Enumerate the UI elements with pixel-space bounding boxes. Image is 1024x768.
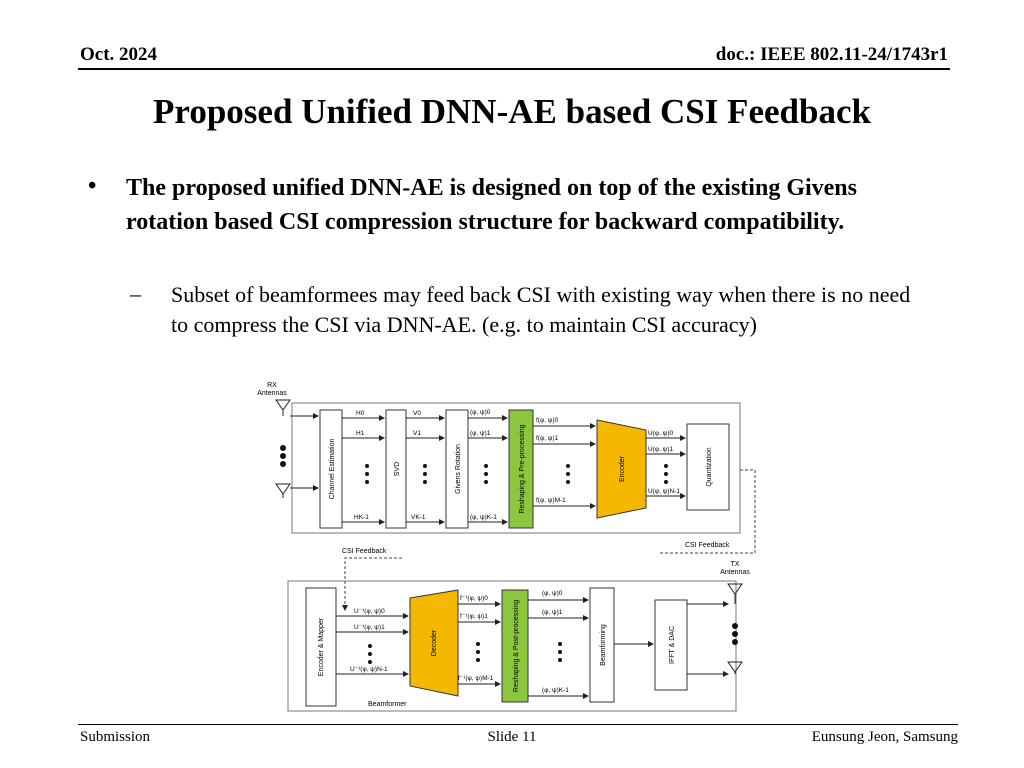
encoder-trapezoid xyxy=(596,419,647,519)
tx-antennas-label-2: Antennas xyxy=(720,569,750,576)
reshaping-postprocessing-block xyxy=(501,589,529,703)
beamformer-label: Beamformer xyxy=(368,701,407,708)
beamforming-label: Beamforming xyxy=(600,624,607,666)
top-ellipsis-dots xyxy=(365,464,668,484)
footer-divider xyxy=(78,724,958,725)
bullet-marker: • xyxy=(88,173,97,199)
beamformee-frame xyxy=(291,402,741,534)
phipsi-out-label-0: (φ, ψ)0 xyxy=(542,590,563,597)
phipsi-label-1: (φ, ψ)1 xyxy=(470,430,491,437)
bottom-ellipsis-dots xyxy=(368,642,562,664)
phipsi-out-label-1: (φ, ψ)1 xyxy=(542,609,563,616)
uinv-label-n: U⁻¹(φ, ψ)N-1 xyxy=(350,666,388,673)
tx-antennas-label-1: TX xyxy=(731,561,740,568)
ifft-dac-label: IFFT & DAC xyxy=(669,626,676,664)
h-label-0: H0 xyxy=(356,410,365,417)
footer-slide-number: Slide 11 xyxy=(487,729,537,745)
top-arrows xyxy=(290,413,686,525)
reshaping-preprocessing-label: Reshaping & Pre-processing xyxy=(519,424,526,513)
svd-block xyxy=(385,409,407,529)
quantization-block xyxy=(686,423,730,511)
footer-author: Eunsung Jeon, Samsung xyxy=(811,729,958,745)
header-divider xyxy=(78,68,950,70)
h-label-1: H1 xyxy=(356,430,365,437)
encoder-mapper-label: Encoder & Mapper xyxy=(318,617,325,676)
uinv-label-0: U⁻¹(φ, ψ)0 xyxy=(354,608,385,615)
finv-label-1: f⁻¹(φ, ψ)1 xyxy=(460,613,488,620)
f-label-m: f(φ, ψ)M-1 xyxy=(536,497,566,504)
quantization-label: Quantization xyxy=(706,447,713,486)
reshaping-postprocessing-label: Reshaping & Post-processing xyxy=(513,600,520,692)
v-label-0: V0 xyxy=(413,410,421,417)
finv-label-0: f⁻¹(φ, ψ)0 xyxy=(460,595,488,602)
slide-title: Proposed Unified DNN-AE based CSI Feedba… xyxy=(153,92,871,131)
givens-rotation-block xyxy=(445,409,469,529)
beamformer-frame xyxy=(287,580,737,712)
csi-feedback-left-label: CSI Feedback xyxy=(342,548,387,555)
header-date: Oct. 2024 xyxy=(80,44,158,65)
phipsi-out-label-k: (φ, ψ)K-1 xyxy=(542,687,569,694)
rx-antennas-label-2: Antennas xyxy=(257,390,287,397)
uinv-label-1: U⁻¹(φ, ψ)1 xyxy=(354,624,385,631)
u-label-n: U(φ, ψ)N-1 xyxy=(648,488,680,495)
phipsi-label-0: (φ, ψ)0 xyxy=(470,409,491,416)
beamforming-block xyxy=(589,587,615,703)
tx-antenna-icon xyxy=(727,583,743,674)
finv-label-m: f⁻¹(φ, ψ)M-1 xyxy=(458,675,494,682)
bottom-arrows xyxy=(336,597,729,699)
decoder-trapezoid xyxy=(409,589,459,697)
tx-antenna-dots xyxy=(732,623,738,645)
u-label-1: U(φ, ψ)1 xyxy=(648,446,673,453)
csi-feedback-paths xyxy=(342,469,756,611)
rx-antenna-icon xyxy=(275,399,291,498)
channel-estimation-label: Channel Estimation xyxy=(329,439,336,500)
footer-submission: Submission xyxy=(80,729,151,745)
header-doc-id: doc.: IEEE 802.11-24/1743r1 xyxy=(715,44,948,65)
encoder-label: Encoder xyxy=(619,455,626,482)
phipsi-label-k: (φ, ψ)K-1 xyxy=(470,514,497,521)
v-label-1: V1 xyxy=(413,430,421,437)
csi-feedback-diagram: RX Antennas Channel Estimation SVD Given… xyxy=(257,382,756,712)
ifft-dac-block xyxy=(654,599,688,691)
svd-label: SVD xyxy=(394,462,401,476)
givens-rotation-label: Givens Rotation xyxy=(455,444,462,494)
rx-antennas-label-1: RX xyxy=(267,382,277,389)
subbullet-marker: – xyxy=(130,281,141,306)
u-label-0: U(φ, ψ)0 xyxy=(648,430,673,437)
bullet-text: The proposed unified DNN-AE is designed … xyxy=(126,175,857,235)
encoder-mapper-block xyxy=(305,587,337,707)
rx-antenna-dots xyxy=(280,445,286,467)
f-label-0: f(φ, ψ)0 xyxy=(536,417,559,424)
reshaping-preprocessing-block xyxy=(508,409,534,529)
v-label-k: VK-1 xyxy=(411,514,426,521)
h-label-k: HK-1 xyxy=(354,514,369,521)
channel-estimation-block xyxy=(319,409,343,529)
subbullet-text: Subset of beamformees may feed back CSI … xyxy=(171,282,911,337)
f-label-1: f(φ, ψ)1 xyxy=(536,435,559,442)
csi-feedback-right-label: CSI Feedback xyxy=(685,542,730,549)
decoder-label: Decoder xyxy=(431,629,438,656)
